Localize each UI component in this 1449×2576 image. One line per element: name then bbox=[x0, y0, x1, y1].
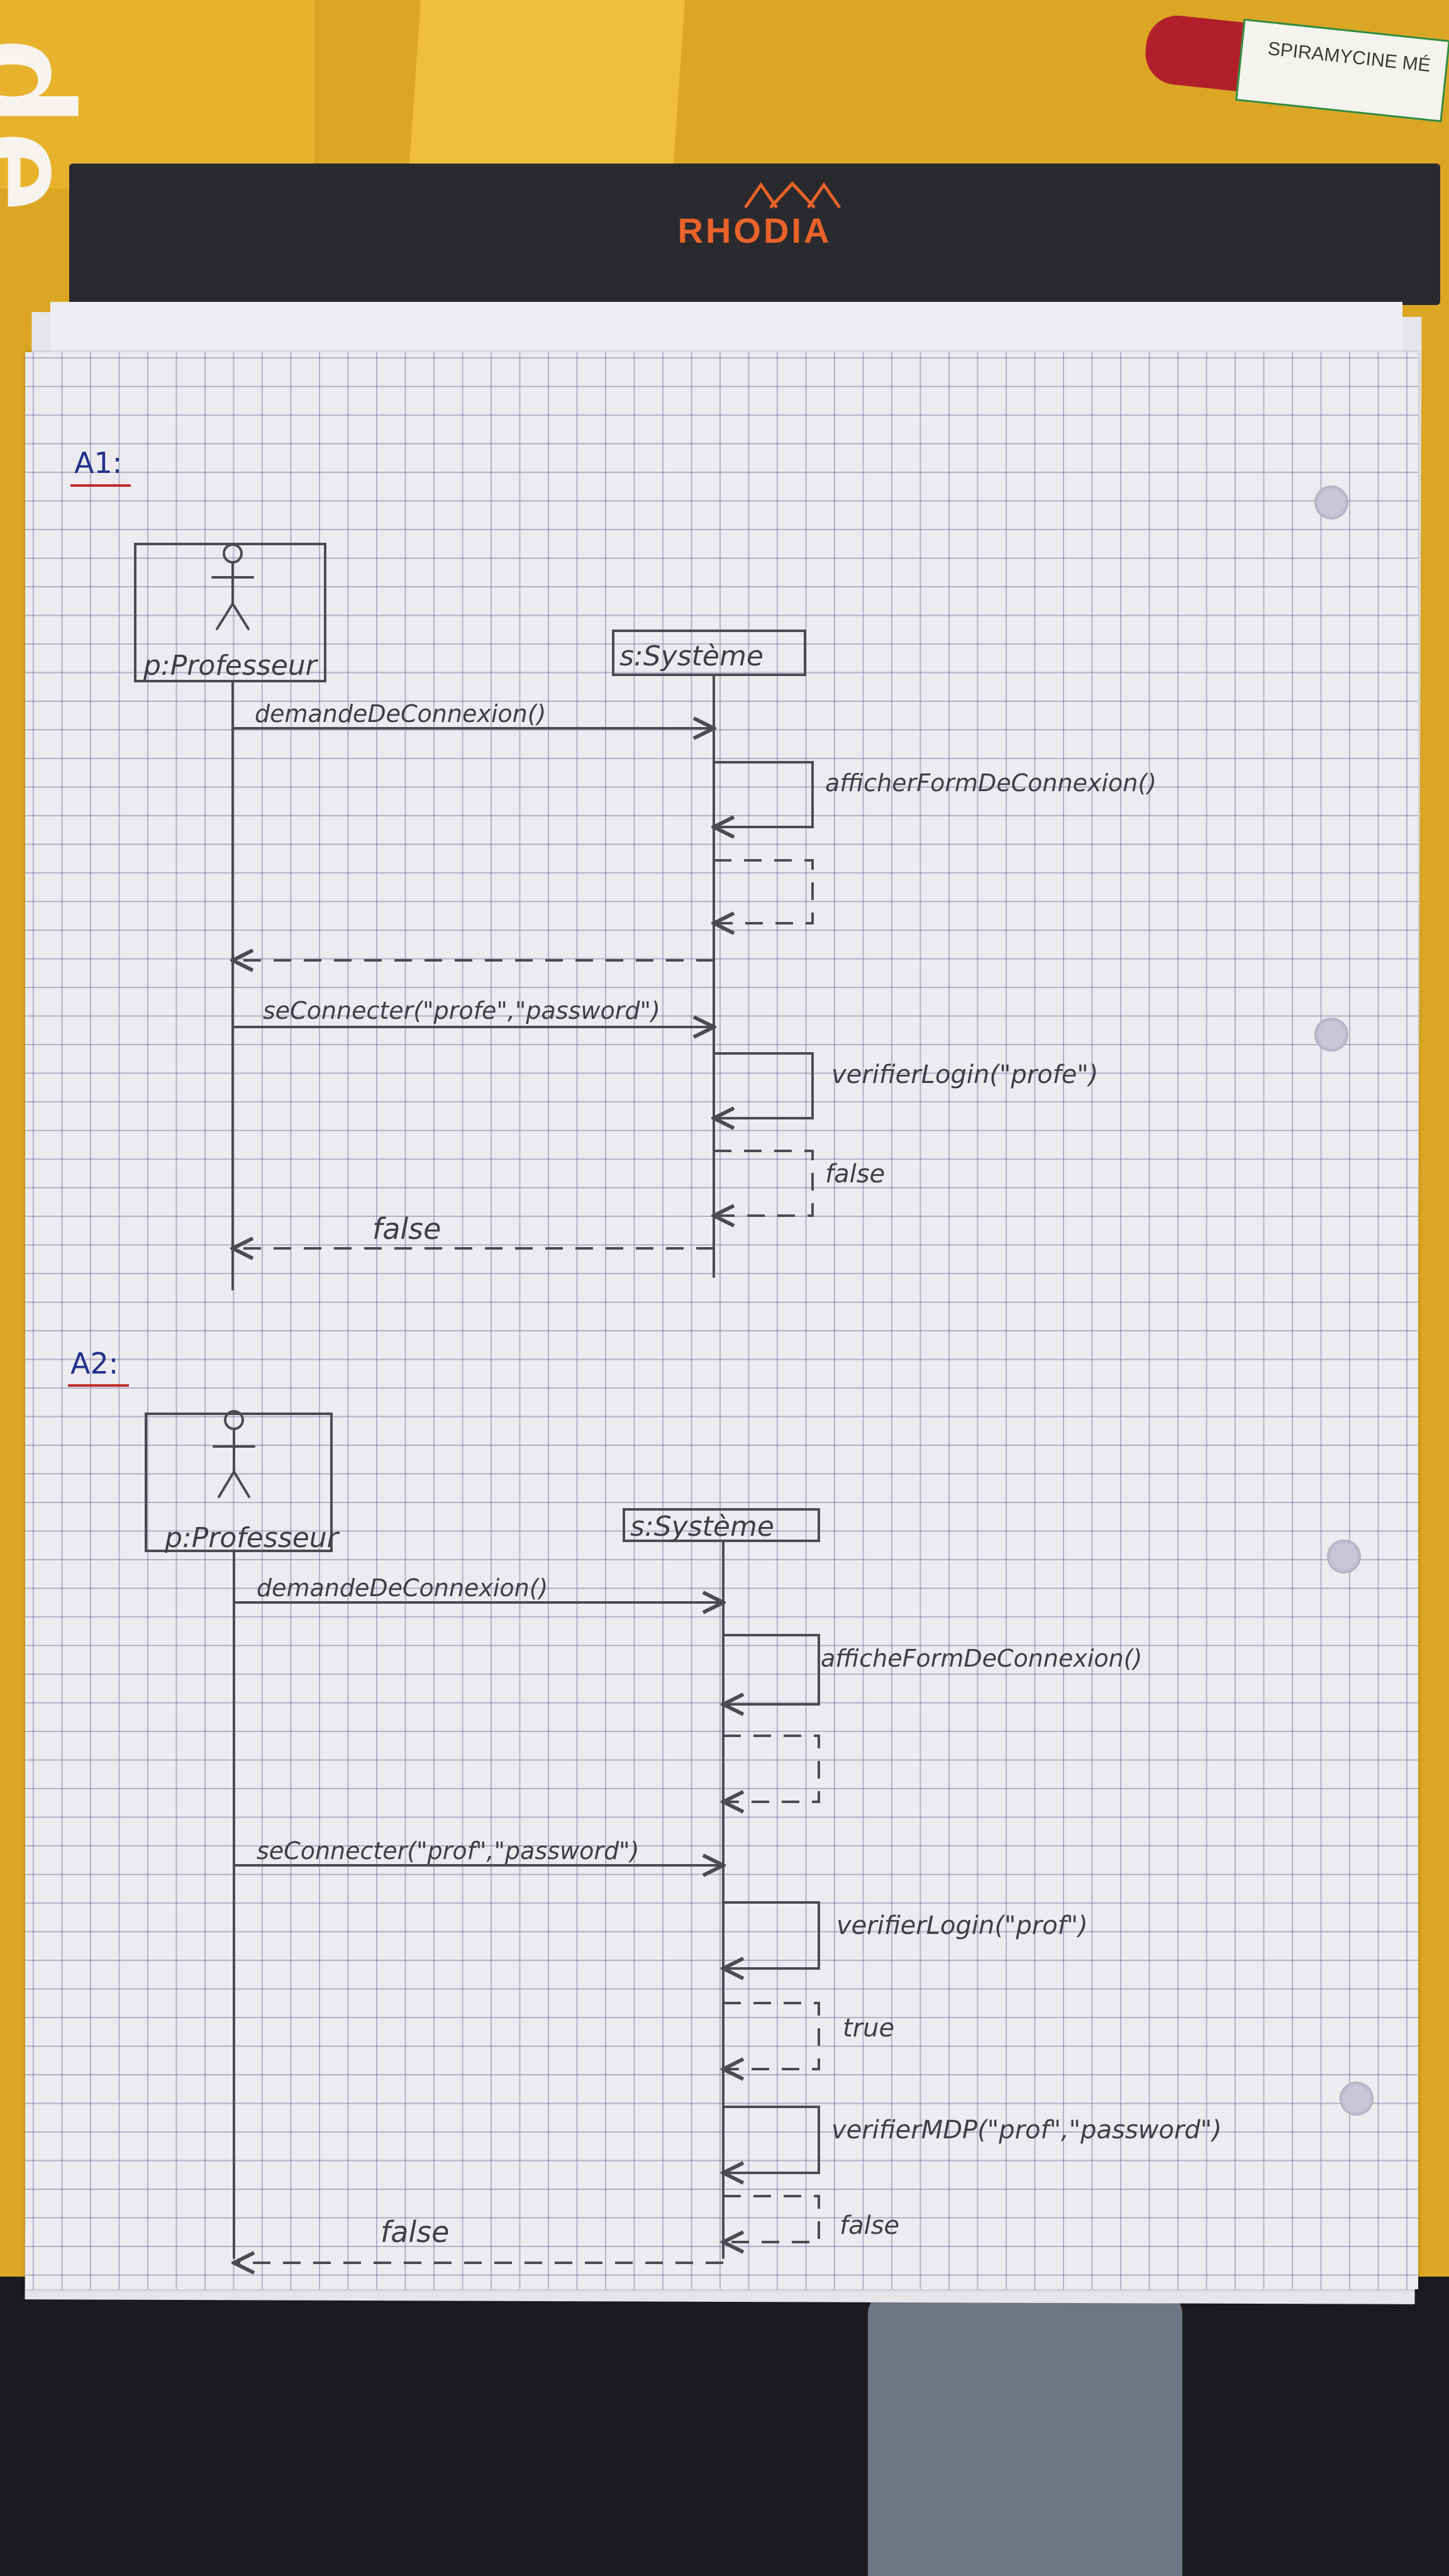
chair-shadow bbox=[0, 2277, 1449, 2576]
self-return-arrow bbox=[723, 2195, 820, 2242]
system-name: s:Système bbox=[630, 1511, 774, 1543]
system-name: s:Système bbox=[619, 640, 763, 672]
diagram-a2: A2: p:Professeur s:Système demandeDeConn… bbox=[68, 1346, 1222, 2263]
actor-stick-figure-icon bbox=[213, 1410, 255, 1498]
punch-hole bbox=[1314, 486, 1348, 519]
self-return-arrow bbox=[723, 1735, 820, 1802]
notepad-brand: RHODIA bbox=[677, 211, 832, 250]
message-label: afficherFormDeConnexion() bbox=[825, 769, 1157, 797]
system-box bbox=[612, 630, 806, 676]
message-label: false bbox=[380, 2215, 449, 2249]
message-label: demandeDeConnexion() bbox=[255, 700, 546, 728]
rhodia-crown-icon bbox=[743, 181, 841, 209]
message-label: demandeDeConnexion() bbox=[257, 1574, 548, 1602]
message-label: verifierLogin("prof") bbox=[836, 1911, 1088, 1940]
message-label: seConnecter("prof","password") bbox=[257, 1837, 639, 1865]
self-call-arrow bbox=[723, 1634, 820, 1704]
notepad-header: RHODIA bbox=[69, 164, 1440, 305]
self-call-arrow bbox=[714, 1052, 814, 1118]
message-label: verifierMDP("prof","password") bbox=[831, 2116, 1222, 2145]
system-box bbox=[623, 1508, 820, 1542]
actor-stick-figure-icon bbox=[211, 543, 254, 630]
punch-hole bbox=[1340, 2082, 1374, 2116]
self-return-arrow bbox=[714, 1150, 814, 1216]
diagram-a2-label: A2: bbox=[70, 1346, 118, 1380]
message-label: false bbox=[825, 1160, 885, 1189]
message-label: afficheFormDeConnexion() bbox=[821, 1645, 1142, 1672]
actor-name: p:Professeur bbox=[164, 1522, 340, 1554]
actor-name: p:Professeur bbox=[143, 650, 319, 682]
message-label: true bbox=[843, 2014, 894, 2043]
message-label: seConnecter("profe","password") bbox=[263, 997, 660, 1024]
self-call-arrow bbox=[723, 2106, 820, 2173]
desk-pattern-tile bbox=[0, 0, 314, 189]
diagram-a1: A1: p:Professeur s:Système demandeDeConn… bbox=[70, 446, 1157, 1291]
punch-hole bbox=[1327, 1540, 1361, 1574]
diagram-a1-label: A1: bbox=[74, 446, 122, 480]
message-label: false bbox=[840, 2211, 899, 2240]
chair-back bbox=[868, 2289, 1182, 2576]
punch-hole bbox=[1314, 1018, 1348, 1052]
self-call-arrow bbox=[714, 761, 814, 827]
self-call-arrow bbox=[723, 1901, 820, 1968]
message-label: verifierLogin("profe") bbox=[831, 1060, 1098, 1089]
sheet-top-edge bbox=[50, 302, 1402, 358]
message-label: false bbox=[372, 1212, 441, 1246]
self-return-arrow bbox=[714, 859, 814, 923]
self-return-arrow bbox=[723, 2002, 820, 2069]
